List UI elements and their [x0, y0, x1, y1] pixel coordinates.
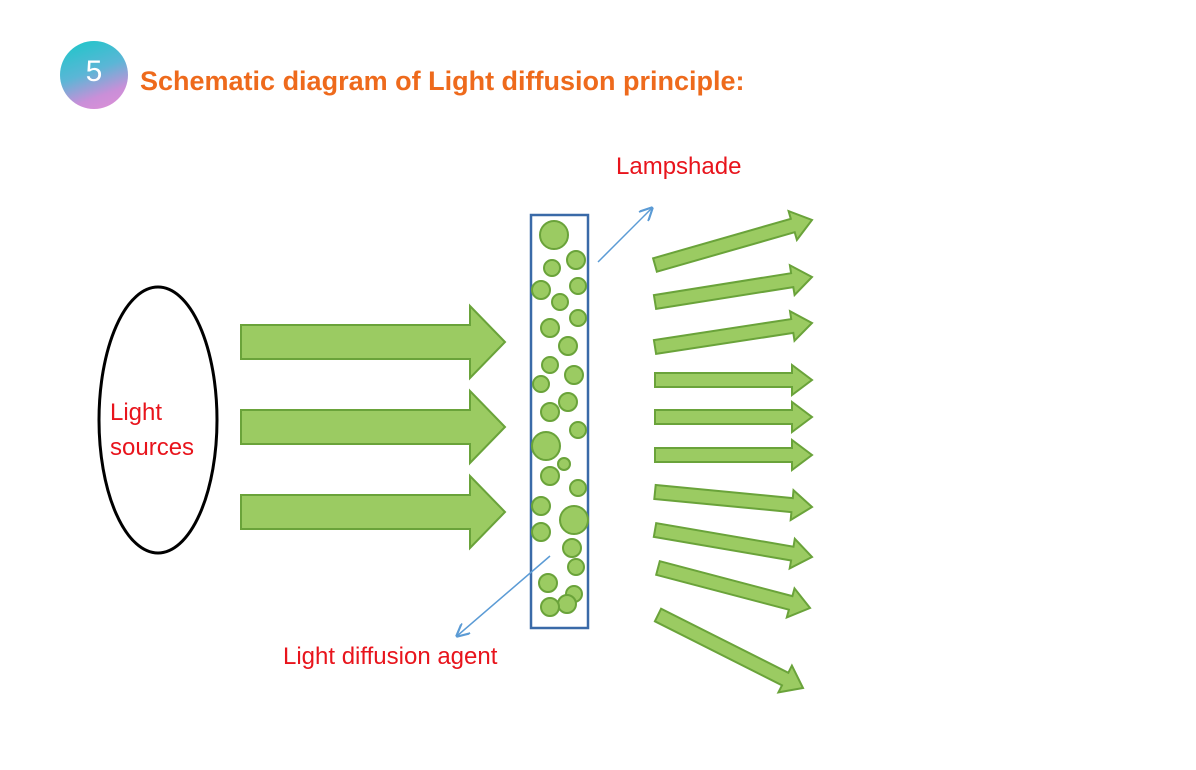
particle [564, 365, 584, 385]
particle [539, 220, 569, 250]
light-sources-label-line1: Light [110, 399, 162, 426]
particle [566, 250, 586, 270]
incoming-arrow-middle [240, 388, 507, 466]
incoming-arrow-bottom [240, 473, 507, 551]
lampshade-label: Lampshade [616, 153, 741, 180]
light-source-ellipse [97, 285, 219, 555]
diffused-arrow [652, 309, 814, 356]
incoming-arrow-top [240, 303, 507, 381]
diffused-arrow [654, 400, 814, 434]
particle [569, 277, 587, 295]
particle [532, 375, 550, 393]
particle [543, 259, 561, 277]
particle [569, 479, 587, 497]
particle [540, 466, 560, 486]
diffusion-agent-pointer-line [457, 555, 551, 636]
diffused-arrow [651, 209, 814, 273]
diffused-arrow [653, 607, 805, 694]
particle [557, 457, 571, 471]
particle [558, 336, 578, 356]
particle [531, 431, 561, 461]
particle [551, 293, 569, 311]
particle [562, 538, 582, 558]
page-title: Schematic diagram of Light diffusion pri… [140, 66, 745, 96]
particle [569, 421, 587, 439]
incoming-light-arrows [240, 303, 507, 551]
particle [558, 392, 578, 412]
particle [531, 496, 551, 516]
particle [540, 402, 560, 422]
light-sources-label-line2: sources [110, 434, 194, 461]
particle [531, 280, 551, 300]
particle [538, 573, 558, 593]
particle [541, 356, 559, 374]
diffused-arrow [653, 483, 814, 522]
diffused-arrow [654, 559, 812, 620]
particle [567, 558, 585, 576]
diffused-arrow [652, 521, 814, 571]
diffused-light-arrows [651, 209, 814, 694]
diffused-arrow [654, 363, 814, 397]
particle [557, 594, 577, 614]
particle [569, 309, 587, 327]
step-number-badge: 5 [60, 41, 128, 109]
particle [540, 597, 560, 617]
diffusion-agent-label: Light diffusion agent [283, 643, 498, 670]
particle [531, 522, 551, 542]
diffusion-particles [531, 220, 589, 617]
particle [540, 318, 560, 338]
lampshade-pointer-line [597, 208, 652, 263]
particle [559, 505, 589, 535]
diffused-arrow [652, 263, 814, 311]
diffused-arrow [654, 438, 814, 472]
